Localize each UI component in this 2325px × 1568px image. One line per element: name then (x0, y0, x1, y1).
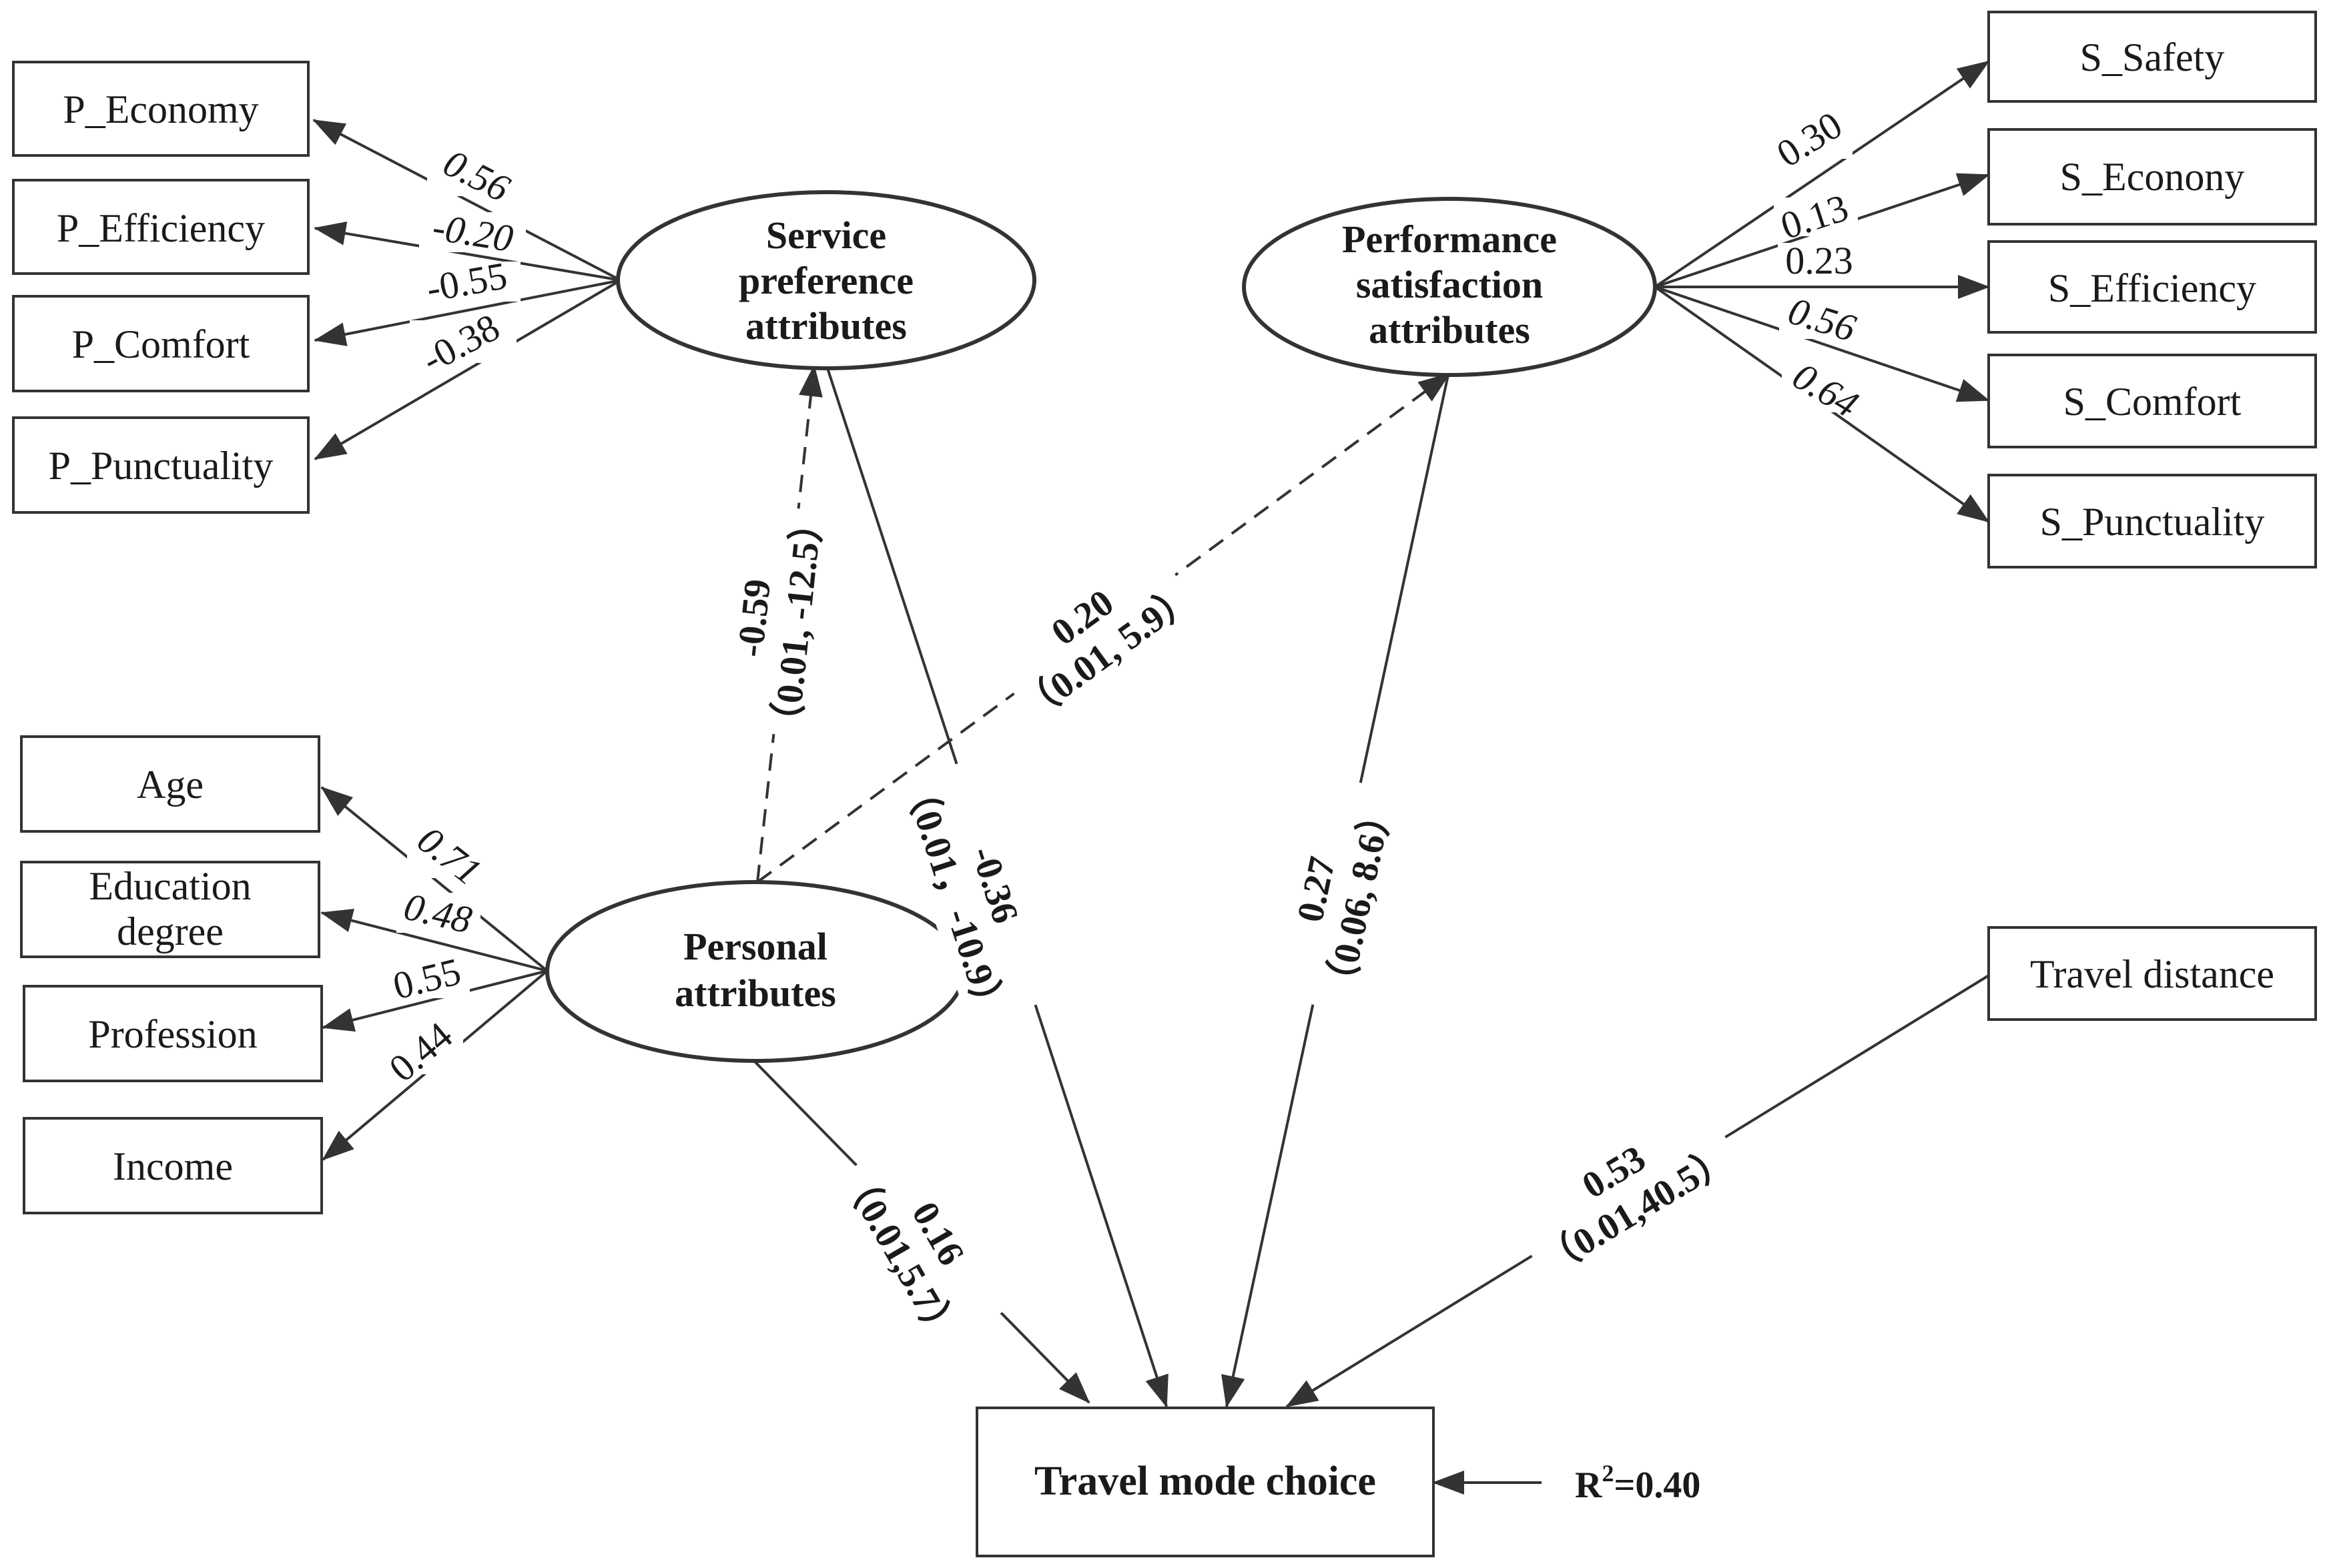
education-label-line2: degree (117, 909, 224, 953)
edge-service-p-punctuality (314, 279, 622, 460)
personal-label-line2: attributes (675, 971, 836, 1015)
node-p-comfort: P_Comfort (12, 295, 310, 392)
edge-service-p-comfort (314, 279, 621, 346)
path-label-personal-to-service: -0.59 （0.01, -12.5） (711, 502, 836, 743)
node-service-preference: Service preference attributes (616, 190, 1036, 370)
edge-performance-s-safety (1654, 60, 1990, 288)
path-label-personal-to-choice: 0.16 （0.01,5.7） (829, 1134, 1012, 1354)
performance-label-line1: Performance (1342, 218, 1557, 261)
loading-s-efficiency: 0.23 (1785, 239, 1853, 282)
node-p-punctuality: P_Punctuality (12, 416, 310, 514)
coef-personal-to-service: -0.59 (729, 577, 779, 659)
service-label-line1: Service (766, 214, 886, 257)
path-label-personal-to-performance: 0.20 （0.01, 5.9） (986, 537, 1203, 731)
edge-service-p-economy (312, 119, 621, 282)
node-s-safety: S_Safety (1987, 11, 2317, 103)
node-p-economy: P_Economy (12, 61, 310, 157)
node-age: Age (20, 735, 320, 833)
s-econony-label: S_Econony (2060, 155, 2245, 199)
loading-s-punctuality: 0.64 (1786, 354, 1866, 426)
loading-label-group-performance: 0.30 0.13 0.23 0.56 0.64 (1768, 103, 1866, 426)
node-travel-mode-choice: Travel mode choice (976, 1407, 1435, 1557)
edge-personal-age (320, 786, 549, 972)
loading-profession: 0.55 (389, 949, 465, 1008)
loading-p-economy: 0.56 (437, 141, 517, 210)
s-efficiency-label: S_Efficiency (2048, 266, 2256, 310)
s-safety-label: S_Safety (2080, 35, 2225, 79)
edge-performance-s-comfort (1654, 286, 1990, 402)
svg-text:R2=0.40: R2=0.40 (1575, 1460, 1700, 1506)
edge-personal-profession (322, 969, 548, 1032)
education-label-line1: Education (89, 864, 251, 908)
r-squared-prefix: R (1575, 1465, 1602, 1506)
s-comfort-label: S_Comfort (2063, 380, 2242, 424)
loading-income: 0.44 (381, 1014, 461, 1090)
profession-label: Profession (88, 1012, 257, 1056)
performance-label-line3: attributes (1369, 308, 1530, 352)
service-label-line2: preference (739, 259, 914, 302)
r-squared-label: R2=0.40 (1575, 1460, 1700, 1506)
s-punctuality-label: S_Punctuality (2040, 500, 2265, 544)
node-profession: Profession (23, 985, 323, 1082)
node-performance-satisfaction: Performance satisfaction attributes (1242, 197, 1657, 377)
path-label-performance-to-choice: 0.27 （0.06, 8.6） (1267, 773, 1407, 1015)
loading-age: 0.71 (410, 818, 490, 894)
income-label: Income (113, 1144, 233, 1188)
r-squared-superscript: 2 (1602, 1460, 1614, 1487)
travel-distance-label: Travel distance (2030, 952, 2274, 996)
node-travel-distance: Travel distance (1987, 926, 2317, 1021)
travel-mode-choice-label: Travel mode choice (1034, 1459, 1376, 1504)
edge-personal-education (320, 909, 548, 972)
edge-service-p-efficiency (314, 221, 621, 282)
age-label: Age (137, 763, 204, 807)
service-label-line3: attributes (745, 304, 907, 348)
node-s-punctuality: S_Punctuality (1987, 474, 2317, 568)
r-squared-value: =0.40 (1614, 1465, 1700, 1506)
node-income: Income (23, 1117, 323, 1214)
loading-label-group-personal: 0.71 0.48 0.55 0.44 (379, 818, 491, 1090)
path-label-distance-to-choice: 0.53 （0.01,40.5） (1503, 1091, 1746, 1289)
node-s-efficiency: S_Efficiency (1987, 240, 2317, 334)
loading-p-punctuality: -0.38 (415, 305, 507, 381)
node-s-econony: S_Econony (1987, 128, 2317, 226)
node-education-degree: Education degree (20, 861, 320, 958)
performance-label-line2: satisfaction (1356, 263, 1543, 306)
node-s-comfort: S_Comfort (1987, 354, 2317, 448)
p-efficiency-label: P_Efficiency (57, 206, 265, 250)
node-p-efficiency: P_Efficiency (12, 179, 310, 275)
node-personal-attributes: Personal attributes (545, 880, 966, 1063)
p-economy-label: P_Economy (63, 87, 258, 131)
p-punctuality-label: P_Punctuality (49, 444, 274, 488)
personal-label-line1: Personal (683, 925, 827, 968)
p-comfort-label: P_Comfort (72, 322, 250, 366)
